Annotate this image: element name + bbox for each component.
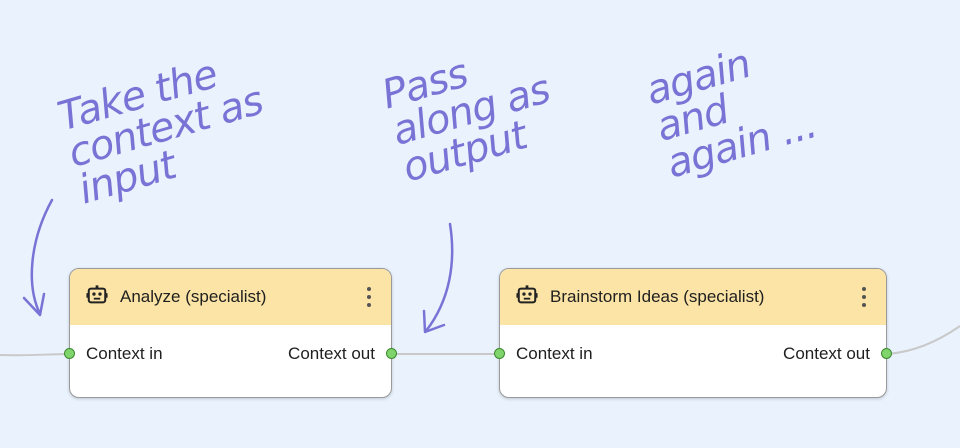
robot-icon (516, 284, 538, 311)
port-context-in[interactable] (64, 348, 75, 359)
port-context-out[interactable] (386, 348, 397, 359)
port-out-label: Context out (288, 344, 375, 363)
port-out-label: Context out (783, 344, 870, 363)
node-analyze[interactable]: Analyze (specialist) Context in Context … (64, 268, 397, 398)
arrow-to-context-out (424, 222, 454, 333)
robot-icon (86, 284, 108, 311)
more-options-icon[interactable] (361, 285, 377, 309)
node-brainstorm-ideas[interactable]: Brainstorm Ideas (specialist) Context in… (494, 268, 892, 398)
node-body: Context in Context out (494, 325, 892, 397)
edge-outgoing (886, 325, 960, 355)
more-options-icon[interactable] (856, 285, 872, 309)
node-header[interactable]: Brainstorm Ideas (specialist) (500, 269, 886, 325)
port-in-label: Context in (86, 344, 163, 363)
port-context-out[interactable] (881, 348, 892, 359)
port-context-in[interactable] (494, 348, 505, 359)
node-header[interactable]: Analyze (specialist) (70, 269, 391, 325)
node-body: Context in Context out (64, 325, 397, 397)
arrow-head-context-in (22, 292, 46, 317)
node-title: Analyze (specialist) (120, 287, 267, 306)
edge-incoming (0, 353, 70, 357)
arrow-head-context-out (422, 309, 446, 334)
node-title: Brainstorm Ideas (specialist) (550, 287, 765, 306)
arrow-to-context-in (30, 198, 54, 316)
port-in-label: Context in (516, 344, 593, 363)
